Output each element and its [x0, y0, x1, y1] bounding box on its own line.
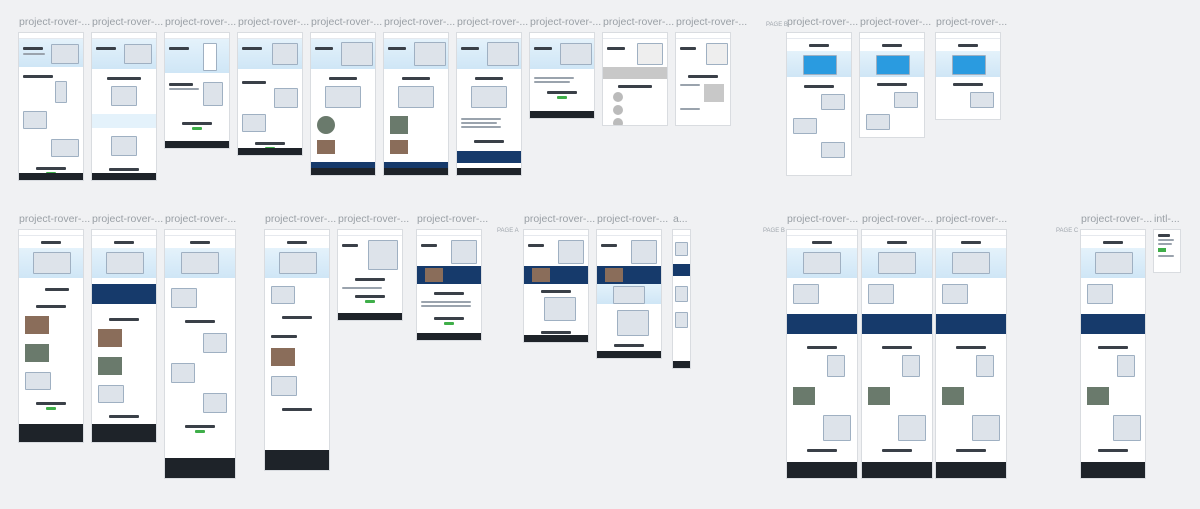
artboard-label[interactable]: a...	[673, 213, 688, 225]
artboard-label[interactable]: project-rover-...	[862, 213, 934, 225]
artboard-label[interactable]: project-rover-...	[265, 213, 337, 225]
artboard-label[interactable]: project-rover-...	[860, 16, 932, 28]
artboard-12[interactable]: project-rover-...	[860, 16, 931, 137]
artboard-r2-4[interactable]: project-rover-...	[265, 213, 336, 470]
artboard-label[interactable]: project-rover-...	[311, 16, 383, 28]
artboard-r2-13[interactable]: project-rover-...	[1081, 213, 1152, 478]
artboard-label[interactable]: project-rover-...	[338, 213, 410, 225]
artboard-9[interactable]: project-rover-...	[603, 16, 674, 125]
artboard-label[interactable]: project-rover-...	[238, 16, 310, 28]
note-label: PAGE B	[766, 22, 788, 28]
page-preview	[19, 33, 83, 180]
artboard-r2-1[interactable]: project-rover-...	[19, 213, 90, 442]
device-mockup	[803, 55, 837, 75]
page-preview	[92, 33, 156, 180]
artboard-label[interactable]: project-rover-...	[1081, 213, 1153, 225]
artboard-label[interactable]: project-rover-...	[787, 213, 859, 225]
note-label: PAGE B	[763, 228, 785, 234]
wireframe-block	[603, 67, 667, 79]
artboard-r2-7[interactable]: project-rover-...	[524, 213, 595, 342]
artboard-r2-6[interactable]: project-rover-...	[417, 213, 488, 340]
artboard-label[interactable]: project-rover-...	[19, 213, 91, 225]
footer	[19, 173, 83, 180]
artboard-label[interactable]: intl-...	[1154, 213, 1180, 225]
artboard-label[interactable]: project-rover-...	[603, 16, 675, 28]
artboard-label[interactable]: project-rover-...	[457, 16, 529, 28]
phone-mockup	[55, 81, 67, 103]
nav-bar	[19, 33, 83, 39]
artboard-r2-14[interactable]: intl-...	[1154, 213, 1180, 272]
artboard-r2-5[interactable]: project-rover-...	[338, 213, 409, 320]
hero-section	[19, 39, 83, 67]
artboard-label[interactable]: project-rover-...	[676, 16, 748, 28]
device-mockup	[51, 44, 79, 64]
artboard-label[interactable]: project-rover-...	[417, 213, 489, 225]
artboard-r2-11[interactable]: project-rover-...	[862, 213, 933, 478]
artboard-10[interactable]: project-rover-...	[676, 16, 747, 125]
artboard-label[interactable]: project-rover-...	[384, 16, 456, 28]
artboard-13[interactable]: project-rover-...	[936, 16, 1007, 119]
artboard-label[interactable]: project-rover-...	[936, 16, 1008, 28]
artboard-8[interactable]: project-rover-...	[530, 16, 601, 118]
artboard-label[interactable]: project-rover-...	[936, 213, 1008, 225]
artboard-r2-2[interactable]: project-rover-...	[92, 213, 163, 442]
artboard-3[interactable]: project-rover-...	[165, 16, 236, 148]
artboard-r2-9[interactable]: a...	[673, 213, 690, 368]
artboard-r2-3[interactable]: project-rover-...	[165, 213, 236, 478]
artboard-label[interactable]: project-rover-...	[92, 213, 164, 225]
artboard-label[interactable]: project-rover-...	[787, 16, 859, 28]
artboard-label[interactable]: project-rover-...	[165, 16, 237, 28]
artboard-6[interactable]: project-rover-...	[384, 16, 455, 175]
artboard-label[interactable]: project-rover-...	[524, 213, 596, 225]
artboard-label[interactable]: project-rover-...	[19, 16, 91, 28]
artboard-7[interactable]: project-rover-...	[457, 16, 528, 175]
artboard-11[interactable]: project-rover-...	[787, 16, 858, 175]
artboard-label[interactable]: project-rover-...	[92, 16, 164, 28]
artboard-2[interactable]: project-rover-...	[92, 16, 163, 180]
artboard-4[interactable]: project-rover-...	[238, 16, 309, 155]
artboard-r2-10[interactable]: project-rover-...	[787, 213, 858, 478]
note-label: PAGE A	[497, 228, 519, 234]
worker-photo	[317, 116, 335, 134]
artboard-label[interactable]: project-rover-...	[530, 16, 602, 28]
artboard-r2-8[interactable]: project-rover-...	[597, 213, 668, 358]
artboard-label[interactable]: project-rover-...	[165, 213, 237, 225]
artboard-5[interactable]: project-rover-...	[311, 16, 382, 175]
note-label: PAGE C	[1056, 228, 1079, 234]
artboard-1[interactable]: project-rover-...	[19, 16, 90, 180]
artboard-r2-12[interactable]: project-rover-...	[936, 213, 1007, 478]
artboard-label[interactable]: project-rover-...	[597, 213, 669, 225]
